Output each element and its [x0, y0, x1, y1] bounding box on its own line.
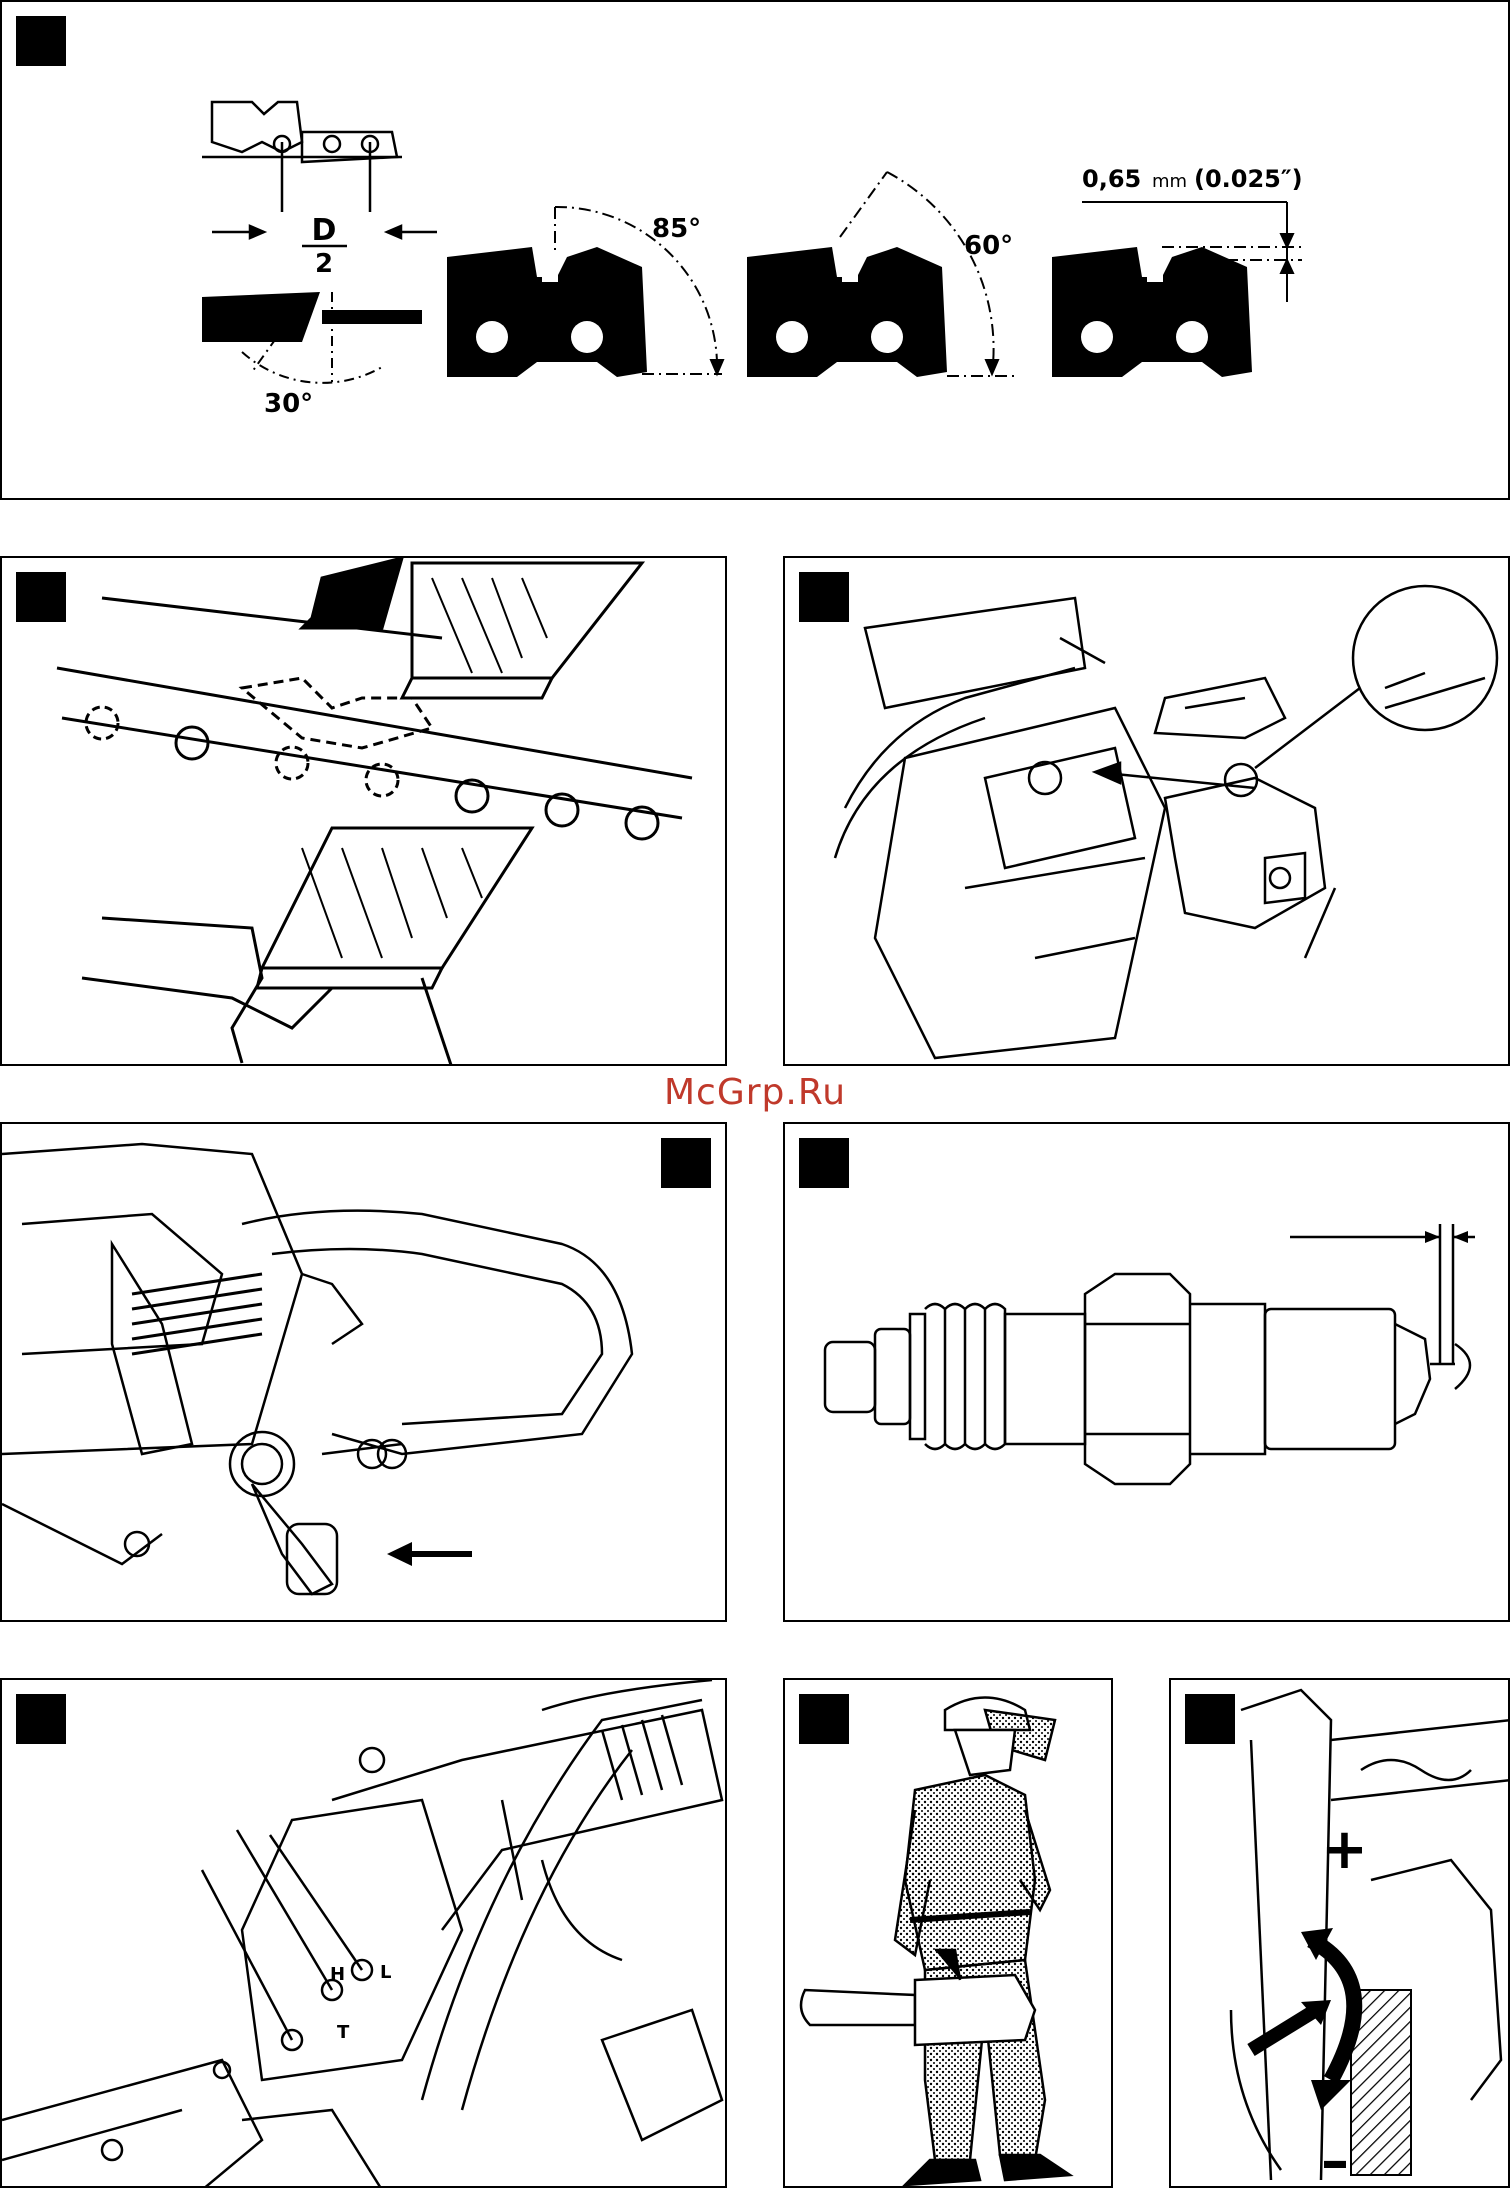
figure-carburetor: H L T: [0, 1678, 727, 2188]
oil-adjust-drawing: + –: [1171, 1680, 1510, 2188]
spark-plug-cap-drawing: [2, 1124, 727, 1622]
figure-oil-adjust: + –: [1169, 1678, 1510, 2188]
label-60-deg: 60°: [964, 231, 1013, 261]
label-plus: +: [1321, 1817, 1368, 1882]
label-85-deg: 85°: [652, 214, 701, 244]
label-h: H: [330, 1964, 345, 1985]
label-t: T: [337, 2022, 350, 2043]
label-d: D: [312, 213, 337, 248]
operator-drawing: [785, 1680, 1113, 2188]
figure-operator: [783, 1678, 1113, 2188]
figure-chain-angles: D 2 30°: [0, 0, 1510, 500]
figure-spark-plug: [783, 1122, 1510, 1622]
air-filter-drawing: [785, 558, 1510, 1066]
watermark: McGrp.Ru: [0, 1072, 1510, 1113]
depth-gauge-drawing: [2, 558, 727, 1066]
figure-depth-gauge: [0, 556, 727, 1066]
label-depth-inch: (0.025″): [1194, 165, 1303, 193]
chain-angles-drawing: D 2 30°: [2, 2, 1510, 500]
label-depth-unit: mm: [1152, 171, 1187, 192]
carburetor-drawing: H L T: [2, 1680, 727, 2188]
label-l: L: [380, 1962, 391, 1983]
figure-air-filter: [783, 556, 1510, 1066]
label-depth-value: 0,65: [1082, 165, 1141, 193]
label-30-deg: 30°: [264, 389, 313, 419]
figure-spark-plug-cap: [0, 1122, 727, 1622]
label-minus: –: [1321, 2129, 1349, 2188]
label-2: 2: [315, 249, 333, 279]
spark-plug-drawing: [785, 1124, 1510, 1622]
